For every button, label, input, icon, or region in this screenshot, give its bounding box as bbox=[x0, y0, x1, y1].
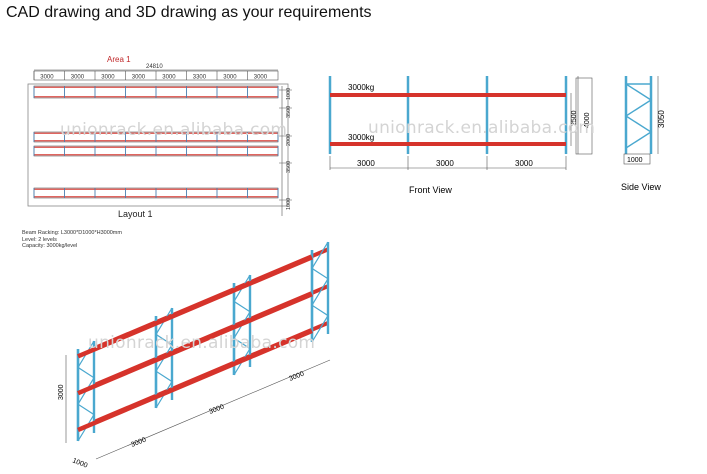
iso-bay-1: 3000 bbox=[130, 436, 147, 448]
bay-length-label: 3000 bbox=[162, 75, 176, 81]
front-view-caption: Front View bbox=[409, 185, 452, 195]
front-beams bbox=[330, 93, 566, 146]
front-height-2: 4000 bbox=[584, 112, 591, 128]
total-length-label: 24810 bbox=[146, 64, 163, 70]
watermark-front: unionrack.en.alibaba.com bbox=[368, 118, 595, 138]
iso-brace bbox=[311, 241, 329, 343]
right-dim-label: 3500 bbox=[286, 161, 292, 173]
page-heading: CAD drawing and 3D drawing as your requi… bbox=[6, 4, 372, 21]
iso-height: 3000 bbox=[58, 384, 65, 400]
right-dim-label: 2000 bbox=[286, 134, 292, 146]
spec-line-1: Beam Racking: L3000*D1000*H3000mm bbox=[22, 230, 122, 236]
front-view: 3000kg 3000kg 3000 3000 3000 2500 4000 F… bbox=[328, 76, 593, 195]
spec-line-2: Level: 2 levels bbox=[22, 236, 57, 243]
front-upper-load: 3000kg bbox=[348, 83, 374, 92]
area-label: Area 1 bbox=[107, 55, 131, 64]
bay-length-label: 3300 bbox=[193, 75, 207, 81]
watermark-layout: unionrack.en.alibaba.com bbox=[60, 120, 287, 140]
bay-length-label: 3000 bbox=[223, 75, 237, 81]
iso-bay-3: 3000 bbox=[288, 370, 305, 382]
right-dim-label: 1000 bbox=[286, 198, 292, 210]
spec-line-3: Capacity: 3000kg/level bbox=[22, 243, 78, 249]
side-view: 3050 1000 Side View bbox=[621, 76, 666, 192]
front-uprights bbox=[328, 76, 568, 154]
bay-length-label: 3000 bbox=[101, 75, 115, 81]
iso-front-beam bbox=[77, 328, 313, 433]
rack-spec: Beam Racking: L3000*D1000*H3000mm Level:… bbox=[22, 230, 122, 250]
right-dim-label: 1000 bbox=[286, 88, 292, 100]
side-view-caption: Side View bbox=[621, 182, 661, 192]
iso-rack bbox=[76, 241, 330, 442]
front-lower-load: 3000kg bbox=[348, 133, 374, 142]
iso-bay-2: 3000 bbox=[208, 403, 225, 415]
rack-rows bbox=[33, 85, 279, 199]
side-height: 3050 bbox=[657, 110, 666, 128]
iso-depth: 1000 bbox=[71, 457, 88, 469]
front-bay-width-1: 3000 bbox=[357, 159, 375, 168]
right-dim-label: 3500 bbox=[286, 106, 292, 118]
bay-length-label: 3000 bbox=[40, 75, 54, 81]
bay-length-label: 3000 bbox=[132, 75, 146, 81]
side-depth: 1000 bbox=[627, 157, 643, 164]
front-bay-width-2: 3000 bbox=[436, 159, 454, 168]
watermark-iso: unionrack.en.alibaba.com bbox=[88, 333, 315, 353]
bay-length-label: 3000 bbox=[254, 75, 268, 81]
iso-front-beam bbox=[77, 255, 313, 359]
iso-view: 3000 1000 3000 3000 3000 bbox=[58, 241, 331, 470]
front-height-1: 2500 bbox=[571, 110, 578, 126]
front-bay-width-3: 3000 bbox=[515, 159, 533, 168]
layout-caption: Layout 1 bbox=[118, 209, 153, 219]
bay-dim-labels: 3000 3000 3000 3000 3000 3300 3000 3000 bbox=[33, 71, 268, 81]
layout-frame bbox=[27, 83, 289, 207]
right-dim-labels: 1000 3500 2000 3500 1000 bbox=[279, 88, 292, 210]
iso-front-beam bbox=[77, 292, 313, 396]
bay-length-label: 3000 bbox=[71, 75, 85, 81]
